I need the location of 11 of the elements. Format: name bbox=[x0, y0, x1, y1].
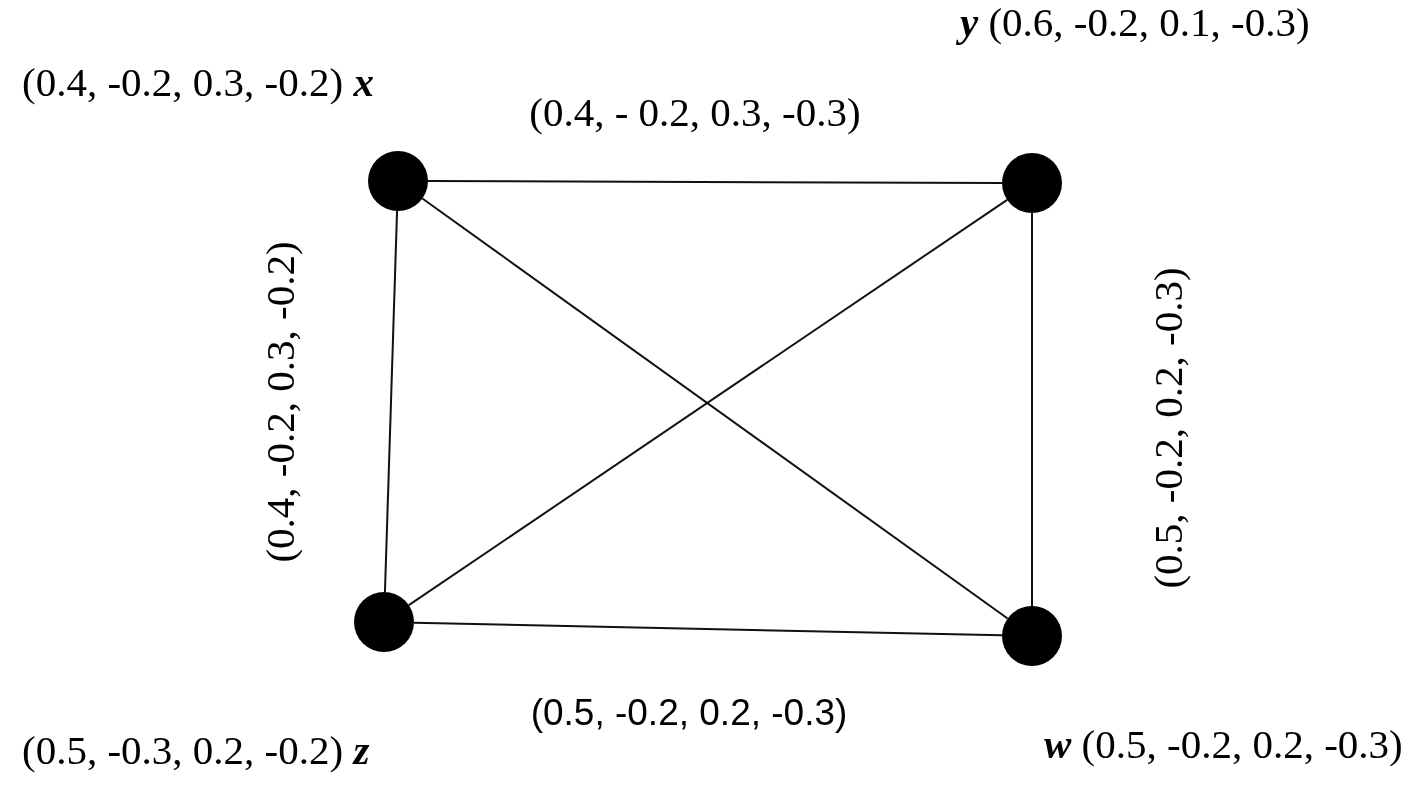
vertex-label: (0.4, -0.2, 0.3, -0.2) x bbox=[22, 60, 374, 104]
edge-line bbox=[1031, 212, 1033, 607]
vertex-label: (0.5, -0.3, 0.2, -0.2) z bbox=[22, 728, 370, 772]
edge-line bbox=[383, 210, 399, 593]
edge-line bbox=[413, 621, 1003, 637]
edge-line bbox=[427, 180, 1003, 184]
graph-vertex bbox=[368, 151, 428, 211]
graph-vertex bbox=[1002, 606, 1062, 666]
graph-vertex bbox=[1002, 153, 1062, 213]
vertex-label: w (0.5, -0.2, 0.2, -0.3) bbox=[1044, 722, 1403, 766]
graph-vertex bbox=[354, 592, 414, 652]
